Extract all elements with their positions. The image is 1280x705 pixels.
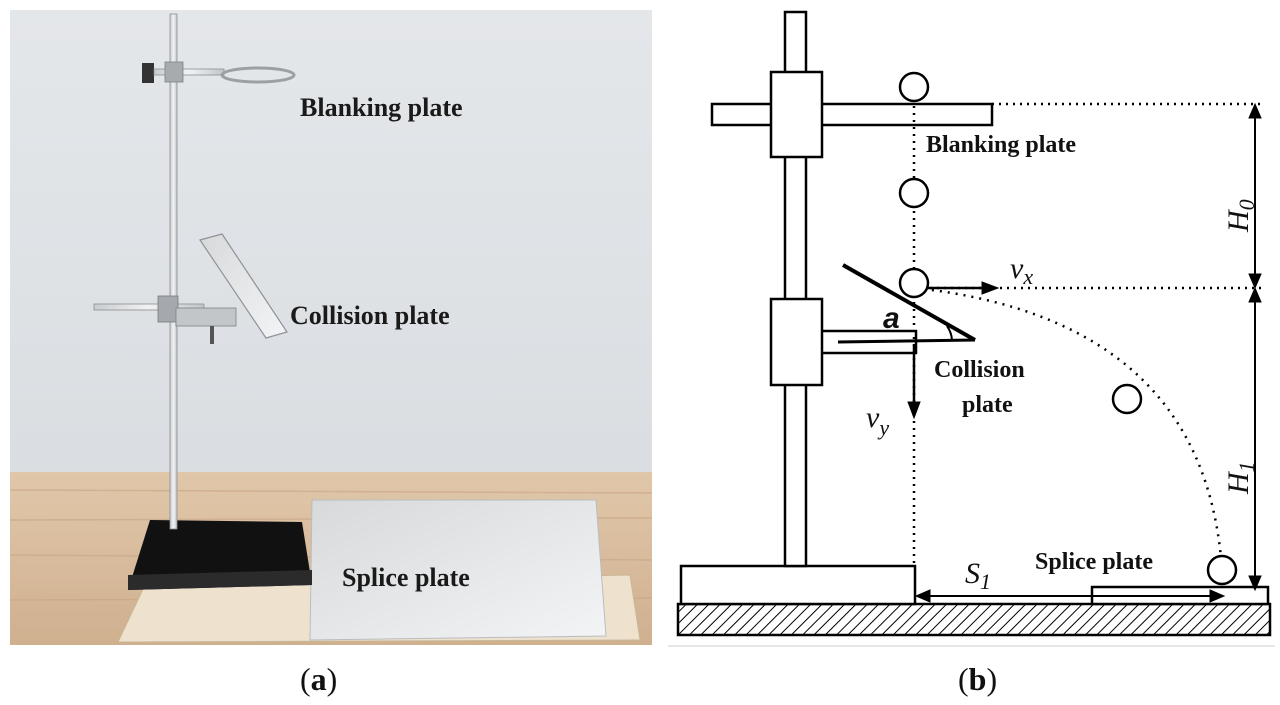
symbol-s1: S1 bbox=[965, 557, 991, 594]
photo-label-collision-plate: Collision plate bbox=[290, 301, 450, 330]
ball-5 bbox=[1206, 554, 1238, 586]
caption-b: (b) bbox=[958, 661, 997, 697]
photo-collision-plate bbox=[93, 233, 288, 344]
symbol-h0: H0 bbox=[1222, 199, 1259, 233]
upper-clamp-block bbox=[769, 70, 824, 159]
panel-b-lines bbox=[837, 71, 1262, 603]
lower-clamp-block bbox=[769, 297, 824, 387]
photo-label-blanking-plate: Blanking plate bbox=[300, 93, 463, 122]
diagram-label-plate: plate bbox=[962, 392, 1013, 418]
diagram-label-splice-plate: Splice plate bbox=[1035, 549, 1153, 575]
ground-hatched bbox=[676, 602, 1272, 637]
collision-plate-line bbox=[842, 263, 976, 342]
caption-a: (a) bbox=[300, 661, 337, 697]
ball-3 bbox=[898, 267, 930, 299]
panel-b-diagram bbox=[676, 10, 1272, 637]
ball-1 bbox=[898, 71, 930, 103]
trajectory-curve bbox=[915, 286, 1224, 571]
diagram-label-collision: Collision bbox=[934, 357, 1025, 383]
photo-label-splice-plate: Splice plate bbox=[342, 563, 470, 592]
symbol-vx: vx bbox=[1010, 252, 1033, 289]
panel-a-photo: Blanking plate Collision plate Splice pl… bbox=[9, 10, 653, 645]
ball-4 bbox=[1111, 383, 1143, 415]
photo-stand-rod bbox=[169, 13, 178, 530]
diagram-label-blanking-plate: Blanking plate bbox=[926, 132, 1076, 158]
symbol-h1: H1 bbox=[1222, 461, 1259, 495]
photo-blanking-ring bbox=[142, 61, 296, 84]
symbol-vy: vy bbox=[866, 401, 889, 440]
clamp-knob bbox=[142, 63, 154, 83]
ball-2 bbox=[898, 177, 930, 209]
blanking-plate-bar bbox=[710, 102, 994, 127]
splice-plate-photo bbox=[309, 499, 607, 641]
stand-base bbox=[679, 564, 917, 606]
angle-arc bbox=[946, 325, 953, 341]
symbol-alpha: a bbox=[883, 302, 900, 335]
